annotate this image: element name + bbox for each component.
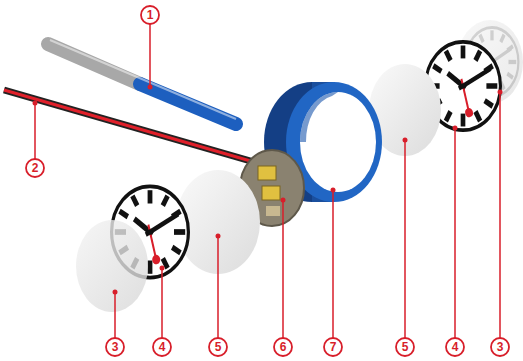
callout-circles [26,6,509,356]
callout-number: 4 [446,338,464,356]
cable [4,90,254,162]
callout-number: 5 [209,338,227,356]
leader-dots [33,85,503,295]
callout-number: 2 [26,159,44,177]
callout-number: 6 [274,338,292,356]
leader-lines [35,24,500,338]
callout-number: 4 [153,338,171,356]
callout-number: 5 [396,338,414,356]
callout-number: 3 [491,338,509,356]
callout-number: 3 [106,338,124,356]
callout-number: 7 [324,338,342,356]
callout-number: 1 [141,6,159,24]
glass-cover [76,220,148,312]
